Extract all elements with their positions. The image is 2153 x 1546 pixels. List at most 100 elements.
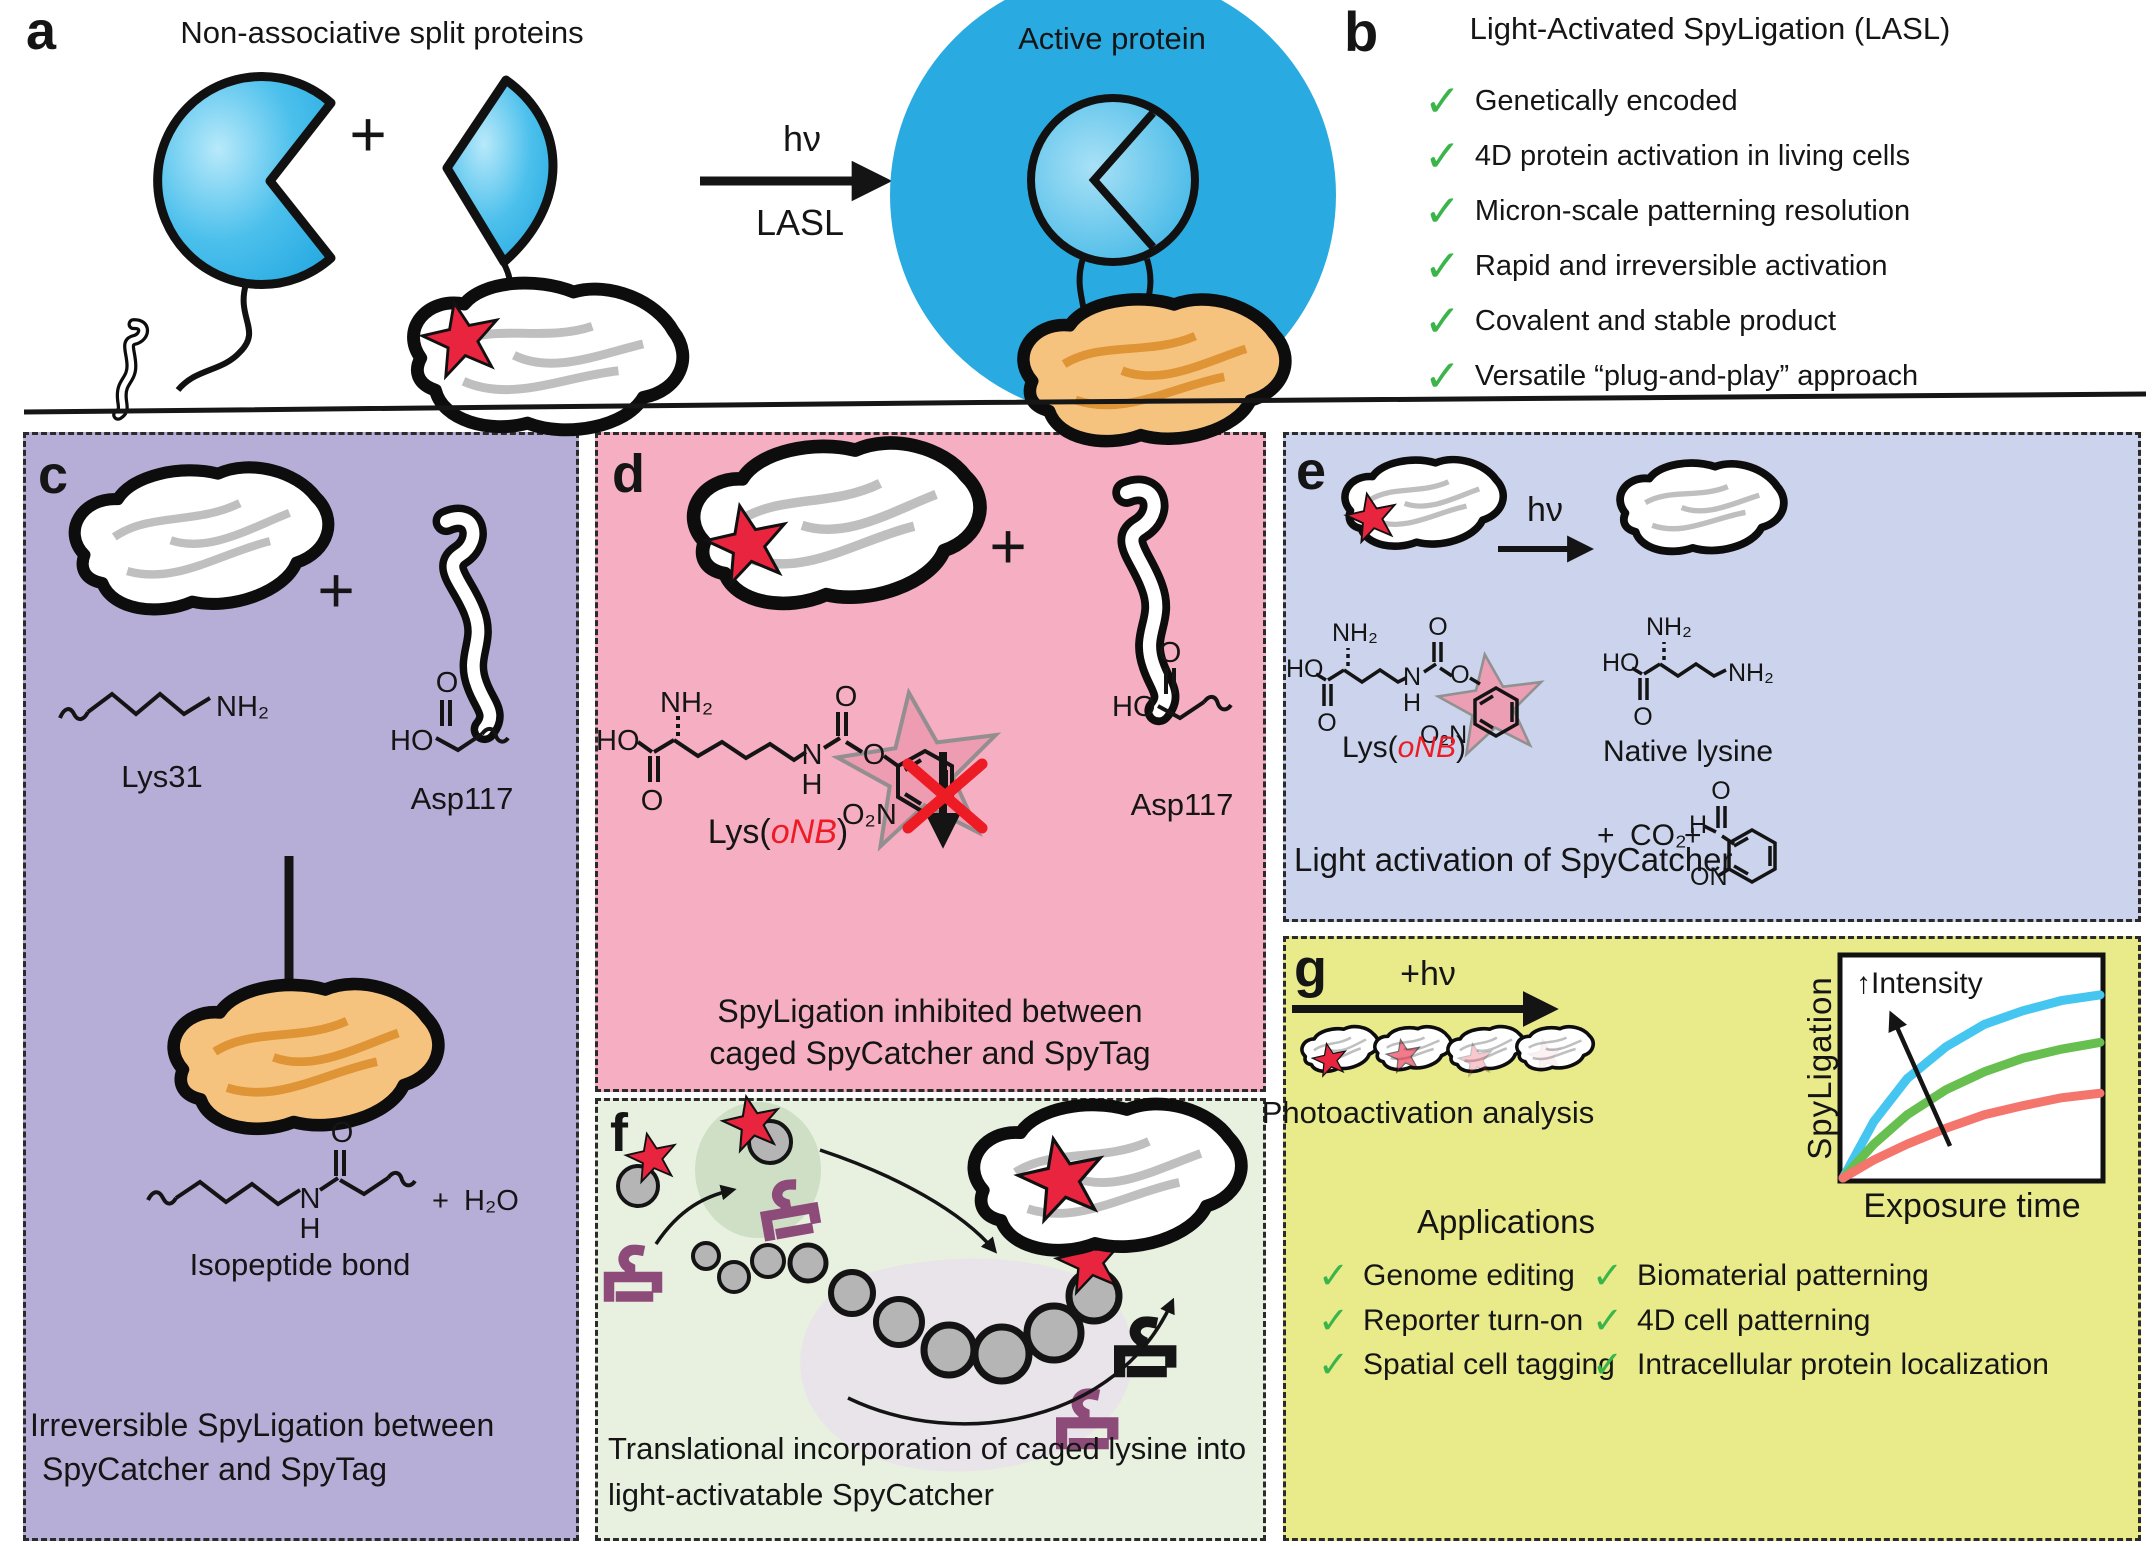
panel-f-caption: light-activatable SpyCatcher (608, 1477, 994, 1512)
check-icon: ✓ (1424, 77, 1461, 126)
applications-title: Applications (1417, 1203, 1595, 1240)
feature-item: ✓Covalent and stable product (1424, 298, 1836, 346)
feature-item: ✓ Versatile “plug-and-play” approach (1424, 353, 1918, 401)
chem-label-co2: CO₂ (1630, 819, 1687, 852)
chem-label-o: O (1428, 613, 1448, 641)
red-x-icon (902, 758, 988, 834)
check-icon: ✓ (1424, 132, 1461, 181)
check-icon: ✓ (1318, 1300, 1350, 1341)
split-seam-line (1088, 110, 1157, 250)
isopeptide-structure (146, 1150, 417, 1207)
feature-text: Micron-scale patterning resolution (1474, 195, 1911, 228)
check-icon: ✓ (1592, 1344, 1624, 1385)
feature-item: ✓ Genetically encoded (1424, 78, 1738, 126)
application-item: ✓ Biomaterial patterning (1592, 1256, 1929, 1296)
lys-onb-label: Lys(oNB) (708, 814, 848, 851)
linker-left (175, 283, 253, 393)
feature-item: ✓Rapid and irreversible activation (1424, 243, 1888, 291)
chem-label-ho: HO (1602, 649, 1640, 677)
chem-label-o: O (435, 667, 459, 699)
feature-text: Covalent and stable product (1474, 305, 1837, 338)
lys-onb-text: ) (836, 813, 849, 851)
application-item: ✓ Intracellular protein localization (1592, 1345, 2049, 1385)
folded-caged-spycatcher-icon (970, 1095, 1247, 1257)
application-text: Spatial cell tagging (1363, 1347, 1615, 1381)
onb-red-text: oNB (1397, 731, 1456, 764)
chem-label-o2n: O₂N (842, 799, 897, 831)
plus-sign: + (1684, 819, 1702, 852)
check-icon: ✓ (1424, 187, 1461, 236)
onb-red-text: oNB (770, 813, 837, 851)
panel-e-caption: Light activation of SpyCatcher (1294, 841, 1733, 878)
lys-onb-text: Lys( (707, 813, 771, 851)
asp117-structure (435, 700, 510, 753)
chem-label-h: H (1402, 689, 1422, 717)
panel-a-label: a (26, 1, 57, 61)
chem-label-n: N (801, 739, 823, 771)
uncaged-spycatcher-icon (1619, 460, 1786, 554)
chem-label-o: O (330, 1117, 354, 1149)
panel-a-title: Non-associative split proteins (180, 15, 584, 50)
lys-onb-structure (1315, 642, 1519, 739)
lys31-structure (58, 691, 212, 721)
chem-label-ho: HO (390, 725, 434, 757)
reassembled-protein-icon (1027, 94, 1199, 266)
chem-label-o: O (834, 681, 858, 713)
feature-text: 4D protein activation in living cells (1474, 140, 1911, 173)
chem-label-h: H (801, 769, 823, 801)
active-protein-label: Active protein (1018, 21, 1206, 56)
plus-sign: + (432, 1185, 449, 1217)
chem-label-nh2: NH₂ (1332, 619, 1378, 647)
hv-label: hν (1527, 491, 1563, 529)
plus-sign: + (317, 554, 355, 626)
chart-frame (1837, 952, 2106, 1184)
feature-text: Versatile “plug-and-play” approach (1474, 360, 1919, 393)
chem-label-n: N (299, 1183, 321, 1215)
chem-label-o2n: O₂N (1420, 721, 1468, 749)
chem-label-o: O (1711, 777, 1731, 805)
curve-medium-intensity (1838, 1037, 2105, 1183)
asp117-label: Asp117 (410, 781, 514, 816)
asp117-structure (1157, 668, 1233, 721)
polypeptide-chain (691, 1241, 1123, 1385)
application-text: Intracellular protein localization (1637, 1347, 2049, 1381)
process-arrows (654, 1148, 1175, 1426)
application-item: ✓Spatial cell tagging (1318, 1345, 1615, 1385)
chem-label-h: H (1688, 811, 1708, 839)
feature-text: Genetically encoded (1474, 85, 1738, 118)
intensity-annotation: ↑Intensity (1856, 967, 1983, 1000)
panel-c-caption: Irreversible SpyLigation between (30, 1407, 495, 1443)
trna-icon (609, 1250, 657, 1297)
spytag-icon (1077, 487, 1212, 712)
asp117-label: Asp117 (1130, 787, 1234, 822)
photoactivation-proteins (1299, 1022, 1595, 1079)
chem-label-o: O (1158, 637, 1182, 669)
panel-d-label: d (612, 444, 645, 504)
spytag-icon (406, 516, 530, 730)
feature-item: ✓ Micron-scale patterning resolution (1424, 188, 1910, 236)
hv-label: +hν (1400, 955, 1456, 993)
chem-label-o: O (1317, 709, 1337, 737)
lys31-label: Lys31 (121, 759, 203, 794)
nitroso-benzaldehyde-structure (1703, 806, 1777, 885)
chem-label-nh2: NH₂ (1728, 659, 1774, 687)
caged-spycatcher-icon (687, 430, 988, 613)
curve-high-intensity (1838, 990, 2105, 1183)
spytag-peptide-small-icon (88, 322, 165, 415)
chem-label-o: O (1450, 661, 1470, 689)
check-icon: ✓ (1424, 352, 1461, 401)
chem-label-ho: HO (596, 725, 640, 757)
lasl-label: LASL (755, 202, 845, 243)
panel-g-label: g (1294, 939, 1327, 999)
check-icon: ✓ (1592, 1255, 1624, 1296)
check-icon: ✓ (1592, 1300, 1624, 1341)
chem-label-nh2: NH₂ (1646, 613, 1692, 641)
ligated-product-icon (170, 975, 444, 1136)
photoactivation-label: Photoactivation analysis (1261, 1095, 1595, 1130)
application-text: Biomaterial patterning (1637, 1258, 1929, 1292)
chem-label-o: O (640, 785, 664, 817)
chem-label-on: ON (1690, 863, 1728, 891)
lys-onb-text: Lys( (1342, 731, 1398, 764)
hv-label: hν (782, 118, 822, 159)
